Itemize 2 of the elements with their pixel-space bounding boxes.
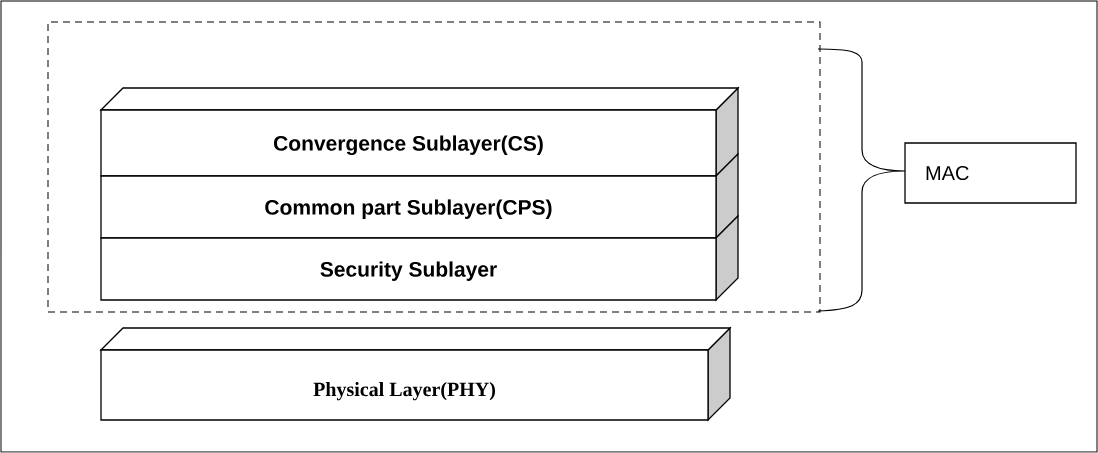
label-box: MAC <box>904 142 1077 204</box>
dashed-region <box>47 21 821 313</box>
